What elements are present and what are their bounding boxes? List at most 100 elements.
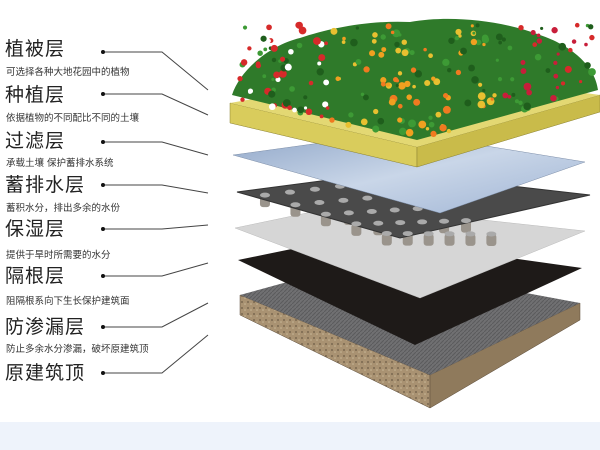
leader-line [103,262,209,277]
flower [279,56,286,62]
flower [518,100,523,106]
flower [271,77,275,81]
flower [342,36,346,41]
flower [308,80,314,86]
flower [408,119,417,128]
flower [540,26,544,31]
leader-dot [101,92,105,96]
flower [410,67,417,73]
drain-hole [314,200,325,206]
flower [323,79,330,86]
flower [355,59,362,65]
flower [355,26,360,30]
flower [390,30,395,35]
flower [329,117,335,123]
flower [520,68,527,74]
drain-cup [486,234,497,247]
drain-hole [362,195,373,201]
leader-line [103,224,209,230]
flower [530,30,536,36]
layer-desc-root-barrier: 阻隔根系向下生长保护建筑面 [6,296,130,307]
layer-title-roof: 原建筑顶 [5,362,86,384]
flower [267,30,272,35]
flower [401,39,407,45]
flower [335,76,341,82]
drain-hole [439,218,450,224]
layer-desc-vegetation: 可选择各种大地花园中的植物 [6,67,130,78]
flower [443,93,449,99]
flower [495,58,499,62]
flower [584,42,588,47]
flower [341,40,346,45]
flower [455,28,462,35]
flower [523,102,531,111]
flower [360,118,368,126]
flower [324,41,328,46]
flower [278,69,287,78]
flower [412,84,416,89]
flower [470,38,478,46]
drain-hole [309,186,320,192]
flower [273,71,281,79]
flower [536,38,543,44]
flower [394,41,400,48]
flower [287,105,292,111]
flower [482,88,486,93]
leader-line [103,51,209,91]
leader-line [103,302,209,328]
flower [514,99,519,104]
flower [395,47,402,54]
flower [380,77,387,84]
flower [247,46,252,51]
flower [267,38,271,43]
flower [475,23,480,28]
flower [295,21,303,29]
drain-hole [423,231,434,237]
flower [584,62,591,69]
flower [369,50,376,57]
flower [501,37,506,42]
drain-hole [486,231,497,237]
flower [255,61,261,67]
flower [579,80,583,84]
flower [424,79,431,87]
leader-dot [101,140,105,144]
flower [373,108,379,115]
flower [388,98,396,106]
flower [574,22,580,28]
flower [398,82,406,90]
flower [273,28,282,36]
flower [392,29,401,38]
flower [248,90,252,94]
flower [507,94,512,99]
flower [385,23,392,30]
flower [275,77,281,83]
flower [518,25,524,31]
flower [435,111,442,118]
flower [413,98,421,106]
layer-title-waterproof: 防渗漏层 [5,316,86,338]
leader-dot [101,371,105,375]
leader-line [103,141,209,156]
leader-line [103,334,209,374]
flower [409,50,415,56]
flower [556,52,560,56]
flower [532,42,538,47]
flower [240,59,248,66]
flower [564,65,572,73]
flower [397,103,403,109]
flower [348,112,354,118]
flower [558,42,567,51]
flower [430,130,437,137]
flower [380,81,386,87]
flower [360,92,365,97]
flower [237,75,243,82]
flower [458,34,462,38]
layer-title-drainage: 蓄排水层 [5,174,86,196]
flower [568,47,573,53]
flower [588,68,596,76]
flower [296,42,303,49]
flower [550,94,557,102]
flower [297,106,305,114]
